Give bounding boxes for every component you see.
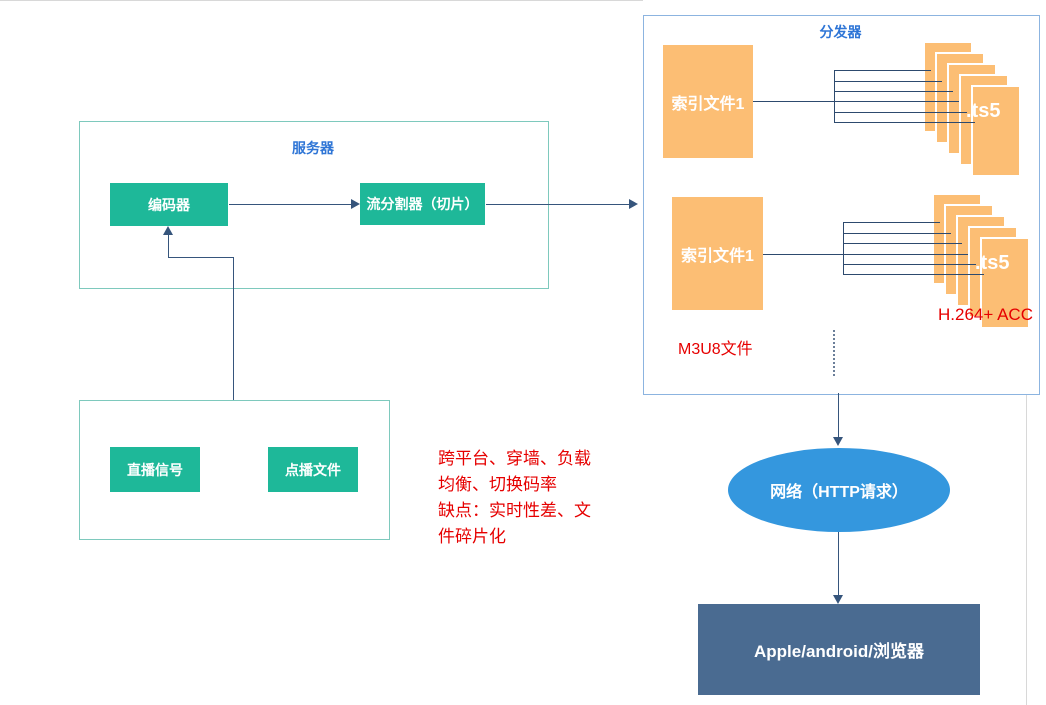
encoder-node: 编码器 — [110, 183, 228, 226]
index-to-ts-fork-2 — [843, 222, 844, 275]
pros-cons-note: 跨平台、穿墙、负载 均衡、切换码率 缺点：实时性差、文 件碎片化 — [438, 449, 591, 546]
encoder-to-splitter-arrowhead — [351, 199, 360, 209]
network-to-client-arrowhead — [833, 595, 843, 604]
codec-label: H.264+ ACC — [938, 305, 1033, 324]
ts-link-line — [843, 274, 984, 275]
ts-link-line — [834, 101, 959, 102]
client-node: Apple/android/浏览器 — [698, 604, 980, 695]
ts-stack-label-1: .ts5 — [966, 100, 1001, 122]
ts-link-line — [834, 91, 953, 92]
ts-link-line — [834, 112, 967, 113]
live-signal-node: 直播信号 — [110, 447, 200, 492]
source-elbow-vertical — [233, 257, 234, 400]
ts-stack-label-2: .ts5 — [975, 252, 1010, 274]
index-file-node-1: 索引文件1 — [663, 45, 753, 158]
index-to-ts-main-line-1 — [753, 101, 834, 102]
ts-link-line — [843, 254, 968, 255]
index-to-ts-fork-1 — [834, 70, 835, 123]
ts-file-card — [971, 85, 1021, 177]
splitter-to-distributor-arrowhead — [629, 199, 638, 209]
source-elbow-horizontal — [168, 257, 234, 258]
ts-link-line — [834, 70, 931, 71]
page-guide-horizontal — [0, 0, 643, 1]
distributor-group-title: 分发器 — [819, 24, 862, 40]
server-group-title: 服务器 — [292, 140, 334, 156]
index-file-node-2: 索引文件1 — [672, 197, 763, 310]
ts-link-line — [843, 233, 951, 234]
index-to-ts-main-line-2 — [763, 254, 843, 255]
encoder-to-splitter-line — [229, 204, 353, 205]
ts-link-line — [843, 222, 940, 223]
ts-file-card — [980, 237, 1030, 329]
ts-link-line — [843, 264, 976, 265]
ts-link-line — [834, 81, 942, 82]
ts-link-line — [834, 122, 975, 123]
splitter-node: 流分割器（切片） — [360, 183, 485, 225]
distributor-to-network-line — [838, 393, 839, 438]
vod-file-node: 点播文件 — [268, 447, 358, 492]
distributor-to-network-arrowhead — [833, 437, 843, 446]
source-to-encoder-arrowhead — [163, 226, 173, 235]
ts-link-line — [843, 243, 962, 244]
ellipsis-dotted-line — [833, 330, 835, 376]
network-to-client-line — [838, 532, 839, 596]
network-node: 网络（HTTP请求） — [728, 448, 950, 532]
page-guide-vertical — [1026, 395, 1027, 705]
splitter-to-distributor-line — [486, 204, 631, 205]
m3u8-label: M3U8文件 — [678, 341, 753, 358]
source-elbow-up — [168, 233, 169, 258]
